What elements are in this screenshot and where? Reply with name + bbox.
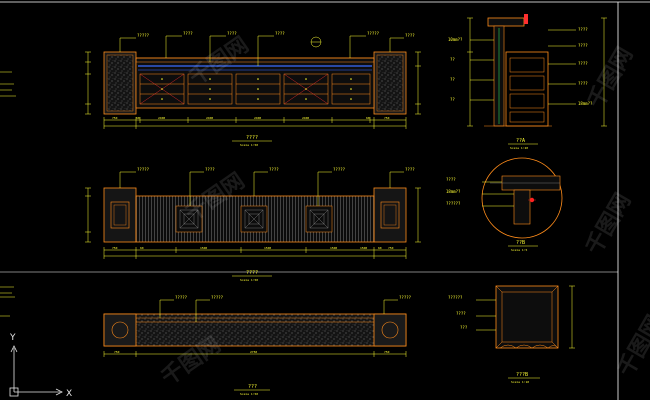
detail-box-title: ???B — [516, 372, 528, 378]
front-elevation[interactable]: ????? ???? ???? ???? ????? ???? 750 — [85, 31, 421, 147]
front-elevation-title: ???? — [246, 135, 258, 141]
side-section-scale: Scale 1:20 — [510, 146, 528, 150]
ucs-icon: Y X — [9, 333, 72, 399]
side-right-label-4: ???? — [578, 81, 588, 86]
detail-circle-label-2: 18mm?? — [446, 189, 461, 194]
detail-box-scale: Scale 1:10 — [511, 380, 529, 384]
front-elevation-scale: Scale 1:50 — [240, 143, 258, 147]
rear-elevation[interactable]: ????? ???? ???? ????? ???? 750 60 1500 1… — [85, 167, 421, 282]
detail-circle-title: ??B — [516, 240, 525, 246]
side-right-label-1: ???? — [578, 27, 588, 32]
rear-label-5: ???? — [405, 167, 415, 172]
plan-view-title: ??? — [248, 384, 257, 390]
watermark: 千图网 — [582, 189, 637, 259]
front-dim-6: 2400 — [302, 116, 309, 120]
front-label-3: ???? — [227, 31, 237, 36]
front-dim-2: 60 — [136, 116, 140, 120]
watermark: 千图网 — [614, 311, 650, 381]
side-left-label-2: ?? — [450, 57, 455, 62]
detail-circle[interactable]: ???? 18mm?? ?????? ??B Scale 1:5 — [446, 157, 563, 252]
rear-dim-3: 1500 — [200, 246, 207, 250]
plan-label-2: ????? — [211, 295, 224, 300]
detail-box-label-3: ??? — [460, 325, 468, 330]
side-right-label-3: ???? — [578, 61, 588, 66]
front-label-5: ????? — [367, 31, 380, 36]
side-section[interactable]: 10mm?? ?? ?? ?? ???? ???? ???? ???? 18mm… — [448, 14, 607, 150]
rear-dim-8: 750 — [388, 246, 394, 250]
rear-label-1: ????? — [137, 167, 150, 172]
side-left-label-4: ?? — [450, 97, 455, 102]
rear-label-3: ???? — [269, 167, 279, 172]
plan-view[interactable]: ????? ????? ????? 750 2750 750 ??? Scale… — [103, 295, 412, 396]
side-section-title: ??A — [516, 138, 525, 144]
ucs-x-label: X — [66, 389, 72, 399]
front-dim-8: 750 — [384, 116, 390, 120]
detail-box-label-1: ?????? — [448, 295, 463, 300]
front-label-4: ???? — [275, 31, 285, 36]
left-edge-annotations — [0, 71, 16, 317]
side-left-label-3: ?? — [450, 77, 455, 82]
detail-circle-label-1: ???? — [446, 177, 456, 182]
front-dim-4: 2400 — [206, 116, 213, 120]
rear-elevation-scale: Scale 1:50 — [240, 278, 258, 282]
plan-dim-1: 750 — [114, 350, 120, 354]
side-left-label-1: 10mm?? — [448, 37, 463, 42]
detail-box-label-2: ???? — [456, 311, 466, 316]
front-dim-7: 60 — [366, 116, 370, 120]
rear-label-4: ????? — [333, 167, 346, 172]
rear-dim-2: 60 — [140, 246, 144, 250]
front-dim-5: 2400 — [254, 116, 261, 120]
rear-label-2: ???? — [205, 167, 215, 172]
front-label-6: ???? — [405, 33, 415, 38]
front-label-1: ????? — [137, 33, 150, 38]
front-label-2: ???? — [183, 31, 193, 36]
plan-label-3: ????? — [399, 295, 412, 300]
rear-dim-5: 1500 — [330, 246, 337, 250]
rear-dim-7: 60 — [378, 246, 382, 250]
front-dim-1: 750 — [112, 116, 118, 120]
detail-circle-label-3: ?????? — [446, 201, 461, 206]
ucs-y-label: Y — [9, 333, 16, 343]
rear-dim-4: 1500 — [264, 246, 271, 250]
side-right-label-5: 18mm?? — [578, 101, 593, 106]
plan-dim-3: 750 — [384, 350, 390, 354]
detail-box[interactable]: ?????? ???? ??? ???B Scale 1:10 — [448, 285, 575, 384]
rear-dim-6: 1500 — [360, 246, 367, 250]
front-dim-3: 2400 — [158, 116, 165, 120]
side-right-label-2: ???? — [578, 43, 588, 48]
detail-circle-scale: Scale 1:5 — [511, 248, 527, 252]
plan-dim-2: 2750 — [250, 350, 257, 354]
plan-view-scale: Scale 1:50 — [240, 392, 258, 396]
rear-elevation-title: ???? — [246, 270, 258, 276]
watermark: 千图网 — [584, 43, 639, 113]
rear-dim-1: 750 — [112, 246, 118, 250]
plan-label-1: ????? — [175, 295, 188, 300]
